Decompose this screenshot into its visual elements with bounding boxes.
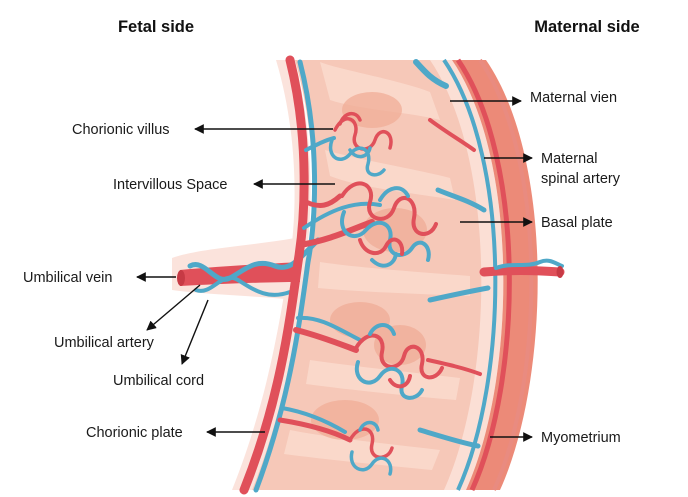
label-umbilical-vein: Umbilical vein [23,270,112,286]
fetal-side-heading: Fetal side [118,18,194,36]
myometrium [452,60,538,490]
label-myometrium: Myometrium [541,430,621,446]
label-basal-plate: Basal plate [541,215,613,231]
maternal-side-heading: Maternal side [534,18,639,36]
label-maternal-vein: Maternal vien [530,90,617,106]
fetal-vessels [239,55,382,495]
label-umbilical-artery: Umbilical artery [54,335,155,351]
label-umbilical-cord: Umbilical cord [113,373,204,389]
villus-cluster-bottom [348,420,394,476]
villus-cluster-top [328,111,393,177]
arrow-umbilical-cord [180,299,209,365]
label-maternal-spinal-artery-line1: Maternal [541,151,597,167]
villus-cluster-mid [340,181,438,268]
maternal-vessels [413,59,565,449]
villus-cluster-lower [354,323,444,400]
label-maternal-spinal-artery-line2: spinal artery [541,171,621,187]
label-chorionic-villus: Chorionic villus [72,122,170,138]
arrow-umbilical-artery [146,284,201,331]
label-chorionic-plate: Chorionic plate [86,425,183,441]
label-intervillous-space: Intervillous Space [113,177,227,193]
septa-light [284,62,470,470]
